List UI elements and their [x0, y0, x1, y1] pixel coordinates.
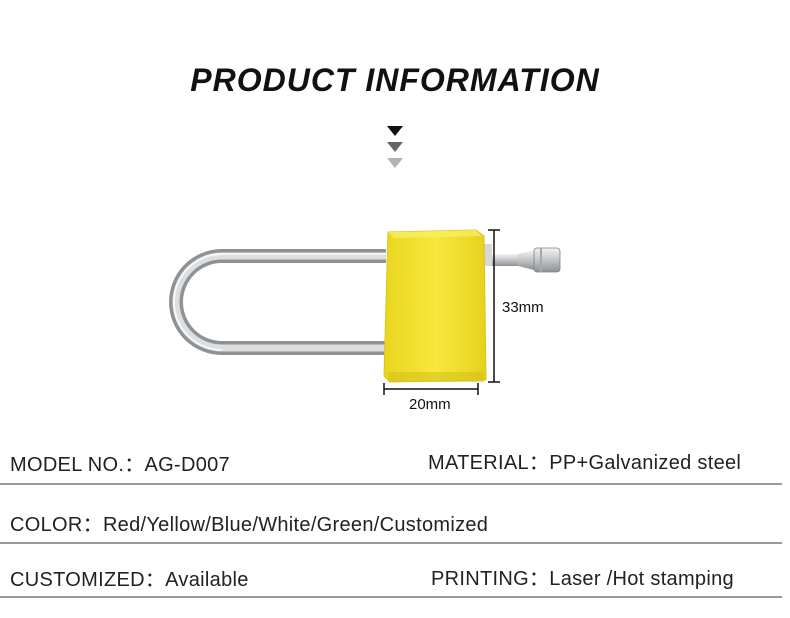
padlock-seal-image: 33mm 20mm: [169, 229, 561, 413]
model-spec: MODEL NO.：AG-D007: [10, 448, 230, 477]
width-dimension-label: 20mm: [409, 396, 451, 413]
arrow-down-icon: [387, 142, 403, 152]
material-label: MATERIAL：: [428, 452, 550, 474]
model-value: AG-D007: [144, 454, 230, 476]
color-value: Red/Yellow/Blue/White/Green/Customized: [102, 514, 489, 536]
color-label: COLOR：: [10, 514, 103, 536]
page-title: PRODUCT INFORMATION: [190, 62, 600, 98]
divider: [0, 542, 782, 544]
printing-label: PRINTING：: [431, 568, 550, 590]
arrow-down-icon: [387, 126, 403, 136]
color-spec: COLOR：Red/Yellow/Blue/White/Green/Custom…: [10, 508, 488, 537]
down-arrows-decoration: [385, 126, 405, 174]
customized-label: CUSTOMIZED：: [10, 569, 166, 591]
padlock-body: [383, 229, 487, 383]
printing-value: Laser /Hot stamping: [549, 568, 734, 590]
height-dimension-label: 33mm: [502, 299, 544, 316]
pin-head: [533, 247, 561, 273]
shackle: [169, 249, 386, 355]
material-value: PP+Galvanized steel: [549, 452, 742, 474]
material-spec: MATERIAL：PP+Galvanized steel: [428, 446, 741, 475]
customized-value: Available: [165, 569, 249, 591]
customized-spec: CUSTOMIZED：Available: [10, 563, 249, 592]
printing-spec: PRINTING：Laser /Hot stamping: [431, 562, 734, 591]
model-label: MODEL NO.：: [10, 454, 145, 476]
arrow-down-icon: [387, 158, 403, 168]
divider: [0, 596, 782, 598]
divider: [0, 483, 782, 485]
